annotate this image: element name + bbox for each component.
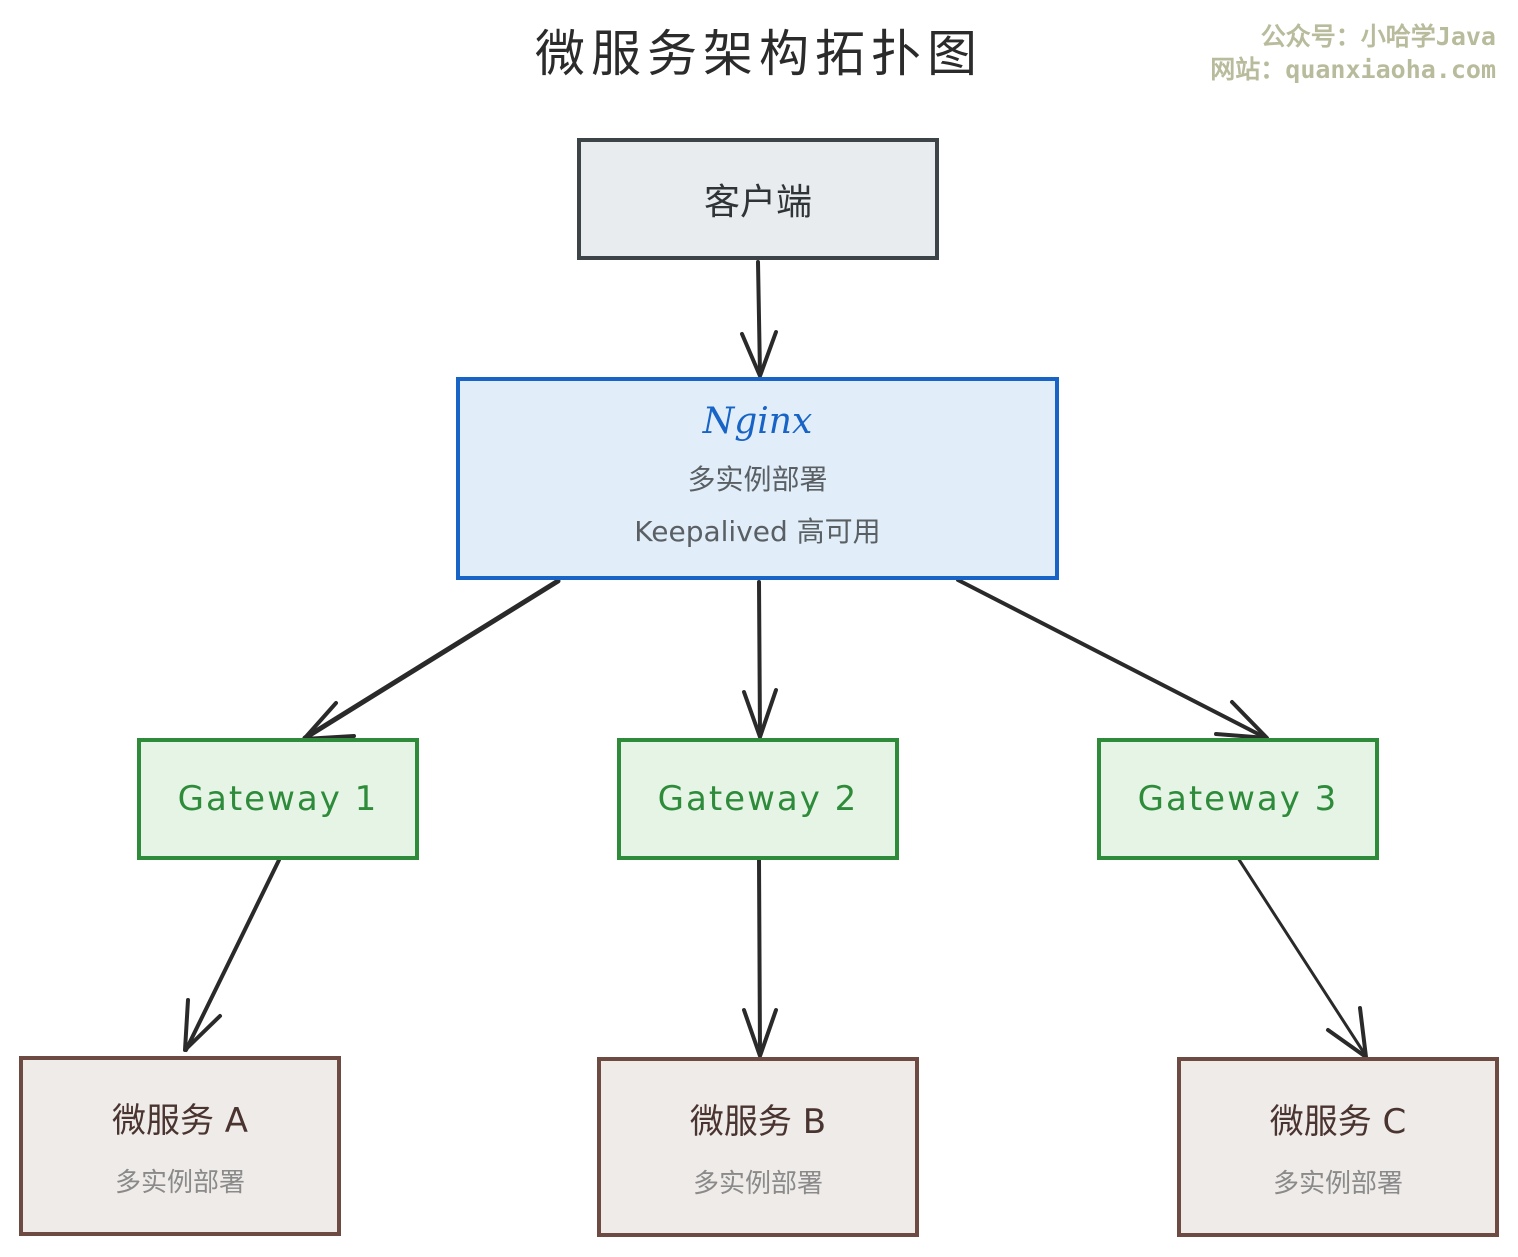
service-b-deploy-note: 多实例部署: [692, 1169, 823, 1199]
gateway-2-node[interactable]: Gateway 2: [617, 738, 899, 860]
service-c-deploy-note: 多实例部署: [1272, 1169, 1403, 1199]
edge-nginx-to-gateway-2: [742, 580, 778, 739]
service-a-deploy-note: 多实例部署: [114, 1168, 245, 1198]
client-label: 客户端: [703, 182, 812, 223]
gateway-2-label: Gateway 2: [657, 779, 859, 819]
watermark-website: 网站：quanxiaoha.com: [1210, 55, 1496, 84]
edge-nginx-to-gateway-1: [302, 578, 561, 741]
edge-gateway-3-to-service-c: [1236, 856, 1368, 1059]
gateway-1-label: Gateway 1: [177, 779, 379, 819]
nginx-node[interactable]: Nginx 多实例部署 Keepalived 高可用: [456, 377, 1059, 580]
edge-gateway-1-to-service-a: [183, 858, 281, 1052]
gateway-3-node[interactable]: Gateway 3: [1097, 738, 1379, 860]
service-c-label: 微服务 C: [1269, 1102, 1407, 1142]
nginx-ha-note: Keepalived 高可用: [634, 515, 881, 548]
edge-gateway-2-to-service-b: [742, 858, 778, 1058]
gateway-3-label: Gateway 3: [1137, 779, 1339, 819]
service-c-node[interactable]: 微服务 C 多实例部署: [1177, 1057, 1499, 1237]
service-a-label: 微服务 A: [111, 1101, 249, 1141]
service-b-label: 微服务 B: [689, 1102, 827, 1142]
diagram-title: 微服务架构拓扑图: [535, 25, 983, 83]
service-a-node[interactable]: 微服务 A 多实例部署: [19, 1056, 341, 1236]
nginx-deploy-note: 多实例部署: [687, 463, 828, 496]
edge-client-to-nginx: [740, 260, 778, 378]
gateway-1-node[interactable]: Gateway 1: [137, 738, 419, 860]
client-node[interactable]: 客户端: [577, 138, 939, 260]
nginx-label: Nginx: [702, 401, 813, 442]
edge-nginx-to-gateway-3: [956, 578, 1269, 740]
watermark-account: 公众号：小哈学Java: [1260, 22, 1496, 51]
service-b-node[interactable]: 微服务 B 多实例部署: [597, 1057, 919, 1237]
watermark: 公众号：小哈学Java 网站：quanxiaoha.com: [1210, 20, 1496, 86]
